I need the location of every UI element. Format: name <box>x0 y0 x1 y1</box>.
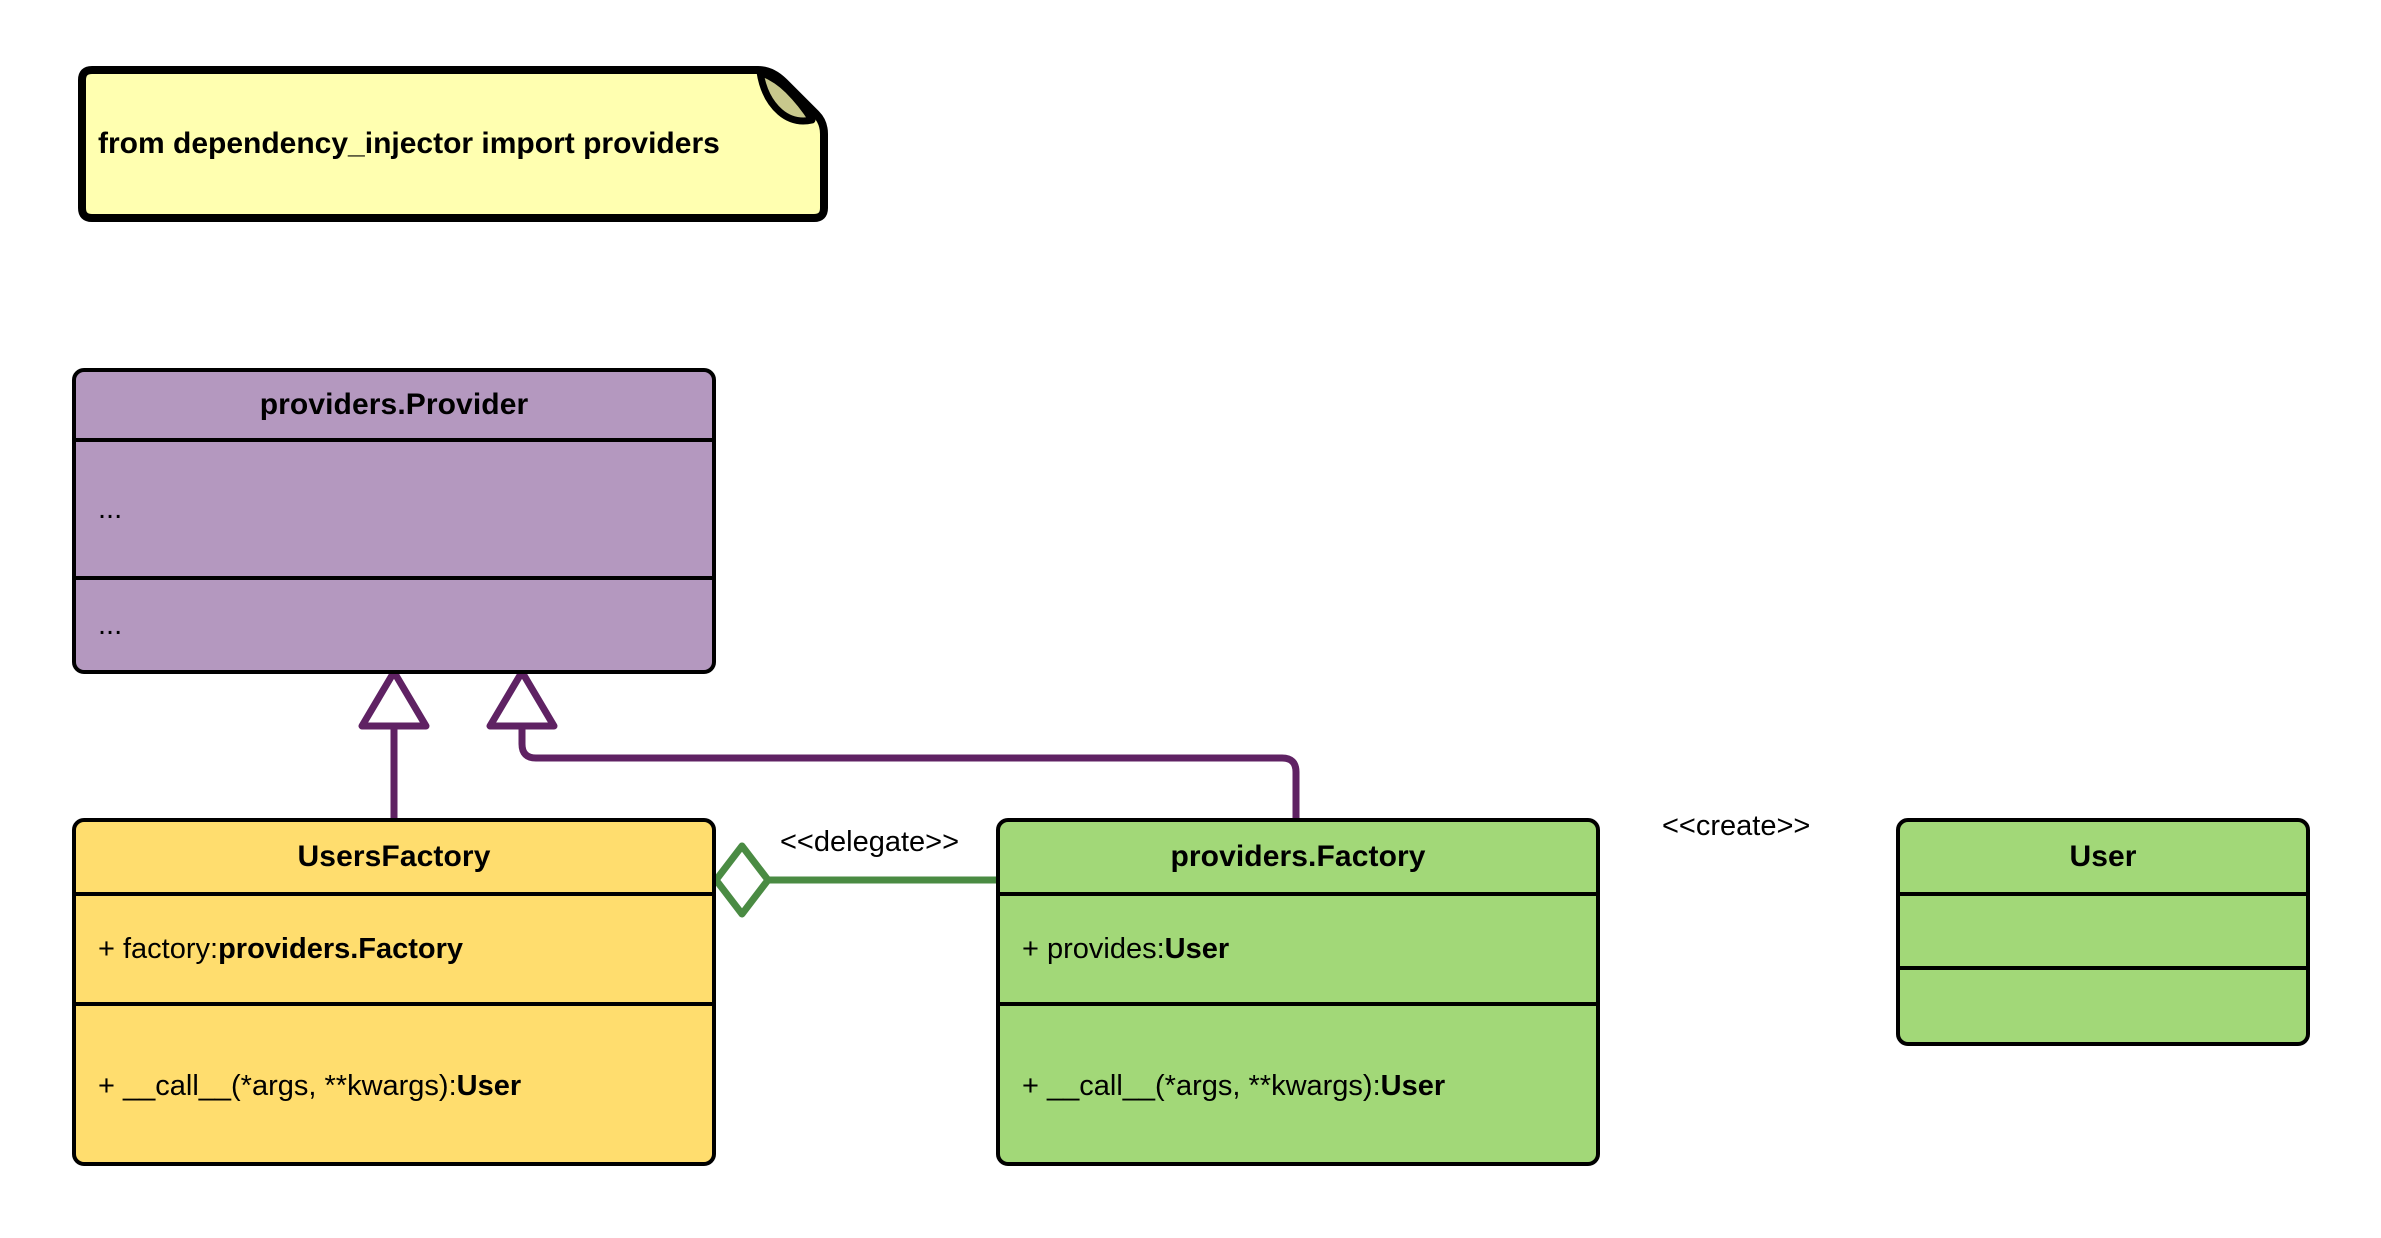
methods-compartment-providers-factory: + __call__(*args, **kwargs): User <box>1000 1002 1596 1162</box>
edge-aggregation-delegate[interactable] <box>712 842 996 918</box>
edge-label-create: <<create>> <box>1662 810 1811 842</box>
edge-label-delegate: <<delegate>> <box>780 826 960 858</box>
edge-generalization-providersfactory[interactable] <box>486 668 1300 818</box>
attributes-compartment-usersfactory: + factory: providers.Factory <box>76 892 712 1002</box>
attributes-compartment-providers-factory: + provides: User <box>1000 892 1596 1002</box>
note-shape <box>78 66 828 222</box>
hollow-triangle-arrowhead <box>486 668 558 730</box>
method-name-call: + __call__(*args, **kwargs): <box>98 1069 457 1102</box>
hollow-triangle-arrowhead <box>358 668 430 730</box>
hollow-diamond-arrowhead <box>712 842 772 918</box>
methods-compartment-providers-provider: ... <box>76 576 712 670</box>
attribute-type-factory: providers.Factory <box>218 932 464 965</box>
note-import-statement[interactable]: from dependency_injector import provider… <box>72 66 828 222</box>
edge-generalization-usersfactory[interactable] <box>358 668 430 818</box>
class-name-providers-provider: providers.Provider <box>259 388 529 421</box>
methods-compartment-usersfactory: + __call__(*args, **kwargs): User <box>76 1002 712 1162</box>
attribute-type-provides: User <box>1164 932 1230 965</box>
class-box-usersfactory[interactable]: UsersFactory + factory: providers.Factor… <box>72 818 716 1166</box>
class-box-user[interactable]: User <box>1896 818 2310 1046</box>
attributes-compartment-providers-provider: ... <box>76 438 712 576</box>
class-name-providers-factory: providers.Factory <box>1170 840 1426 873</box>
attribute-name-provides: + provides: <box>1022 932 1165 965</box>
class-box-providers-factory[interactable]: providers.Factory + provides: User + __c… <box>996 818 1600 1166</box>
note-corner-fold-icon <box>756 68 816 125</box>
note-text: from dependency_injector import provider… <box>98 127 720 160</box>
method-return-type-call: User <box>456 1069 522 1102</box>
attribute-name-factory: + factory: <box>98 932 219 965</box>
methods-compartment-user <box>1900 966 2306 1042</box>
method-name-call: + __call__(*args, **kwargs): <box>1022 1069 1381 1102</box>
class-name-user: User <box>2069 840 2137 873</box>
attributes-compartment-user <box>1900 892 2306 966</box>
class-name-usersfactory: UsersFactory <box>297 840 491 873</box>
method-return-type-call: User <box>1380 1069 1446 1102</box>
class-box-providers-provider[interactable]: providers.Provider ... ... <box>72 368 716 674</box>
